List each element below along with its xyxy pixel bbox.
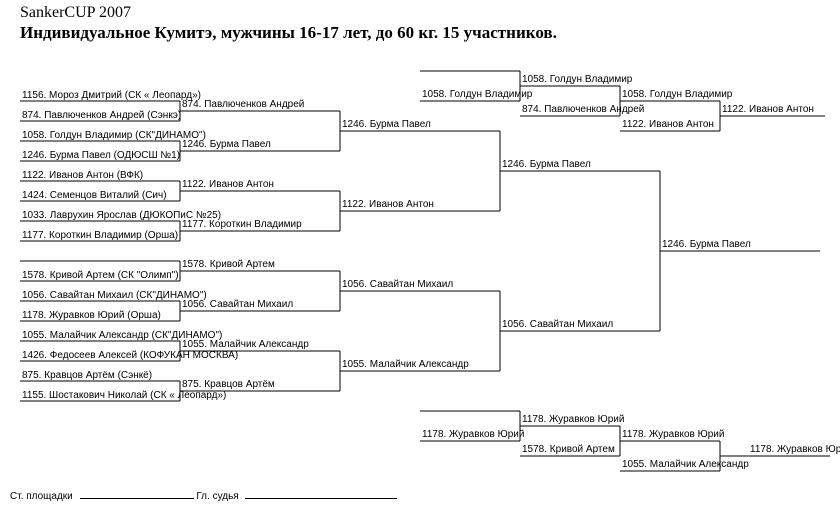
- signature-footer: Ст. площадки Гл. судья: [10, 488, 398, 502]
- entry-name: 1055. Малайчик Александр: [622, 459, 749, 470]
- entry-name: 1122. Иванов Антон: [622, 119, 714, 130]
- entry-name: 1056. Савайтан Михаил: [502, 319, 613, 330]
- site-chief-signature-line: [79, 488, 194, 499]
- entry-name: 1056. Савайтан Михаил: [342, 279, 453, 290]
- chief-judge-signature-line: [245, 488, 398, 499]
- entry-name: 1246. Бурма Павел (ОДЮСШ №1): [22, 150, 180, 161]
- entry-name: 1246. Бурма Павел: [342, 119, 431, 130]
- entry-name: 1056. Савайтан Михаил: [182, 299, 293, 310]
- entry-name: 1246. Бурма Павел: [502, 159, 591, 170]
- entry-name: 1055. Малайчик Александр: [182, 339, 309, 350]
- entry-name: 1178. Журавков Юрий: [522, 414, 624, 425]
- site-chief-label: Ст. площадки: [10, 491, 73, 502]
- entry-name: 1058. Голдун Владимир: [422, 89, 533, 100]
- entry-name: 1578. Кривой Артем (СК "Олимп"): [22, 270, 179, 281]
- entry-name: 1033. Лаврухин Ярослав (ДЮКОПиС №25): [22, 210, 221, 221]
- entry-name: 1178. Журавков Юрий: [750, 444, 840, 455]
- entry-name: 875. Кравцов Артём: [182, 379, 275, 390]
- entry-name: 1178. Журавков Юрий (Орша): [22, 310, 161, 321]
- entry-name: 1156. Мороз Дмитрий (СК « Леопард»): [22, 90, 201, 101]
- entry-name: 1426. Федосеев Алексей (КОФУКАН МОСКВА): [22, 350, 238, 361]
- entry-name: 1155. Шостакович Николай (СК « Леопард»): [22, 390, 226, 401]
- page-subtitle: Индивидуальное Кумитэ, мужчины 16-17 лет…: [20, 23, 557, 42]
- entry-name: 1058. Голдун Владимир (СК"ДИНАМО"): [22, 130, 206, 141]
- entry-name: 1058. Голдун Владимир: [622, 89, 733, 100]
- entry-name: 874. Павлюченков Андрей (Сэнкэ): [22, 110, 181, 121]
- entry-name: 1056. Савайтан Михаил (СК"ДИНАМО"): [22, 290, 207, 301]
- entry-name: 1122. Иванов Антон: [722, 104, 814, 115]
- entry-name: 1055. Малайчик Александр (СК"ДИНАМО"): [22, 330, 222, 341]
- entry-name: 1578. Кривой Артем: [522, 444, 615, 455]
- entry-name: 1578. Кривой Артем: [182, 259, 275, 270]
- entry-name: 1178. Журавков Юрий: [422, 429, 524, 440]
- entry-name: 1055. Малайчик Александр: [342, 359, 469, 370]
- chief-judge-label: Гл. судья: [196, 491, 239, 502]
- entry-name: 1177. Короткин Владимир (Орша): [22, 230, 178, 241]
- entry-name: 1122. Иванов Антон (ВФК): [22, 170, 143, 181]
- entry-name: 1122. Иванов Антон: [342, 199, 434, 210]
- entry-name: 874. Павлюченков Андрей: [182, 99, 304, 110]
- entry-name: 874. Павлюченков Андрей: [522, 104, 644, 115]
- entry-name: 875. Кравцов Артём (Сэнкё): [22, 370, 152, 381]
- page-title: SankerCUP 2007: [20, 4, 131, 21]
- entry-name: 1177. Короткин Владимир: [182, 219, 302, 230]
- winner-name: 1246. Бурма Павел: [662, 239, 751, 250]
- entry-name: 1122. Иванов Антон: [182, 179, 274, 190]
- entry-name: 1178. Журавков Юрий: [622, 429, 724, 440]
- entry-name: 1424. Семенцов Виталий (Сич): [22, 190, 167, 201]
- entry-name: 1058. Голдун Владимир: [522, 74, 633, 85]
- entry-name: 1246. Бурма Павел: [182, 139, 271, 150]
